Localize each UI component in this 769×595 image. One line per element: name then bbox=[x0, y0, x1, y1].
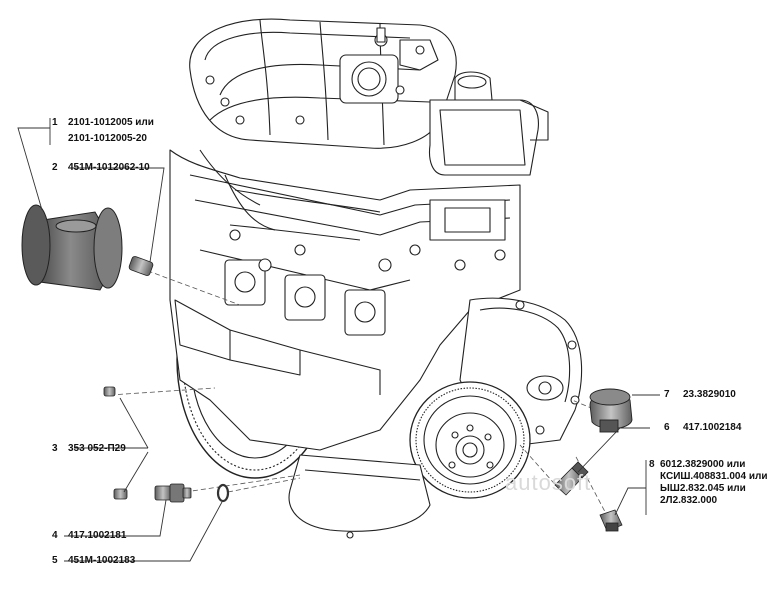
callout-1-codes: 2101-1012005 или 2101-1012005-20 bbox=[68, 117, 154, 145]
callout-3-code: 353 052-П29 bbox=[68, 443, 126, 454]
callout-2-code: 451М-1012062-10 bbox=[68, 162, 150, 173]
fitting-part bbox=[128, 256, 154, 276]
callout-8-code-a: 6012.3829000 или bbox=[660, 459, 746, 470]
engine-block bbox=[169, 18, 583, 539]
callout-4-code: 417.1002181 bbox=[68, 530, 127, 541]
callout-2-number: 2 bbox=[52, 162, 58, 173]
callout-1-code-a: 2101-1012005 или bbox=[68, 117, 154, 128]
callout-8-codes: 6012.3829000 или КСИШ.408831.004 или ЫШ2… bbox=[660, 459, 767, 507]
callout-8-code-b: КСИШ.408831.004 или bbox=[660, 471, 768, 482]
callout-5-number: 5 bbox=[52, 555, 58, 566]
leader-lines bbox=[17, 118, 660, 562]
pressure-sensor-part bbox=[589, 388, 633, 433]
callout-8-number: 8 bbox=[649, 459, 655, 470]
valve-cover bbox=[428, 71, 549, 176]
callout-4-number: 4 bbox=[52, 530, 58, 541]
intake-manifold bbox=[189, 18, 457, 149]
callout-5-code: 451М-1002183 bbox=[68, 555, 136, 566]
oil-filter-part bbox=[21, 204, 123, 291]
oil-pan bbox=[288, 454, 431, 539]
callout-1-code-b: 2101-1012005-20 bbox=[68, 133, 147, 144]
crank-pulley bbox=[409, 381, 531, 499]
cylinder-block bbox=[169, 149, 521, 451]
callout-7-code: 23.3829010 bbox=[683, 389, 736, 400]
callout-1-number: 1 bbox=[52, 117, 58, 128]
callout-8-code-c: ЫШ2.832.045 или bbox=[660, 483, 746, 494]
callout-3-number: 3 bbox=[52, 443, 58, 454]
callout-7-number: 7 bbox=[664, 389, 670, 400]
callout-6-code: 417.1002184 bbox=[683, 422, 742, 433]
oil-pressure-sensor-part bbox=[154, 483, 192, 503]
oil-level-sensor-part bbox=[599, 509, 623, 532]
washer-part bbox=[216, 483, 230, 503]
plug-part bbox=[103, 386, 128, 500]
callout-8-code-d: 2Л2.832.000 bbox=[660, 495, 718, 506]
callout-6-number: 6 bbox=[664, 422, 670, 433]
watermark-text: autosoft bbox=[505, 470, 592, 495]
exhaust-manifold bbox=[199, 149, 381, 241]
